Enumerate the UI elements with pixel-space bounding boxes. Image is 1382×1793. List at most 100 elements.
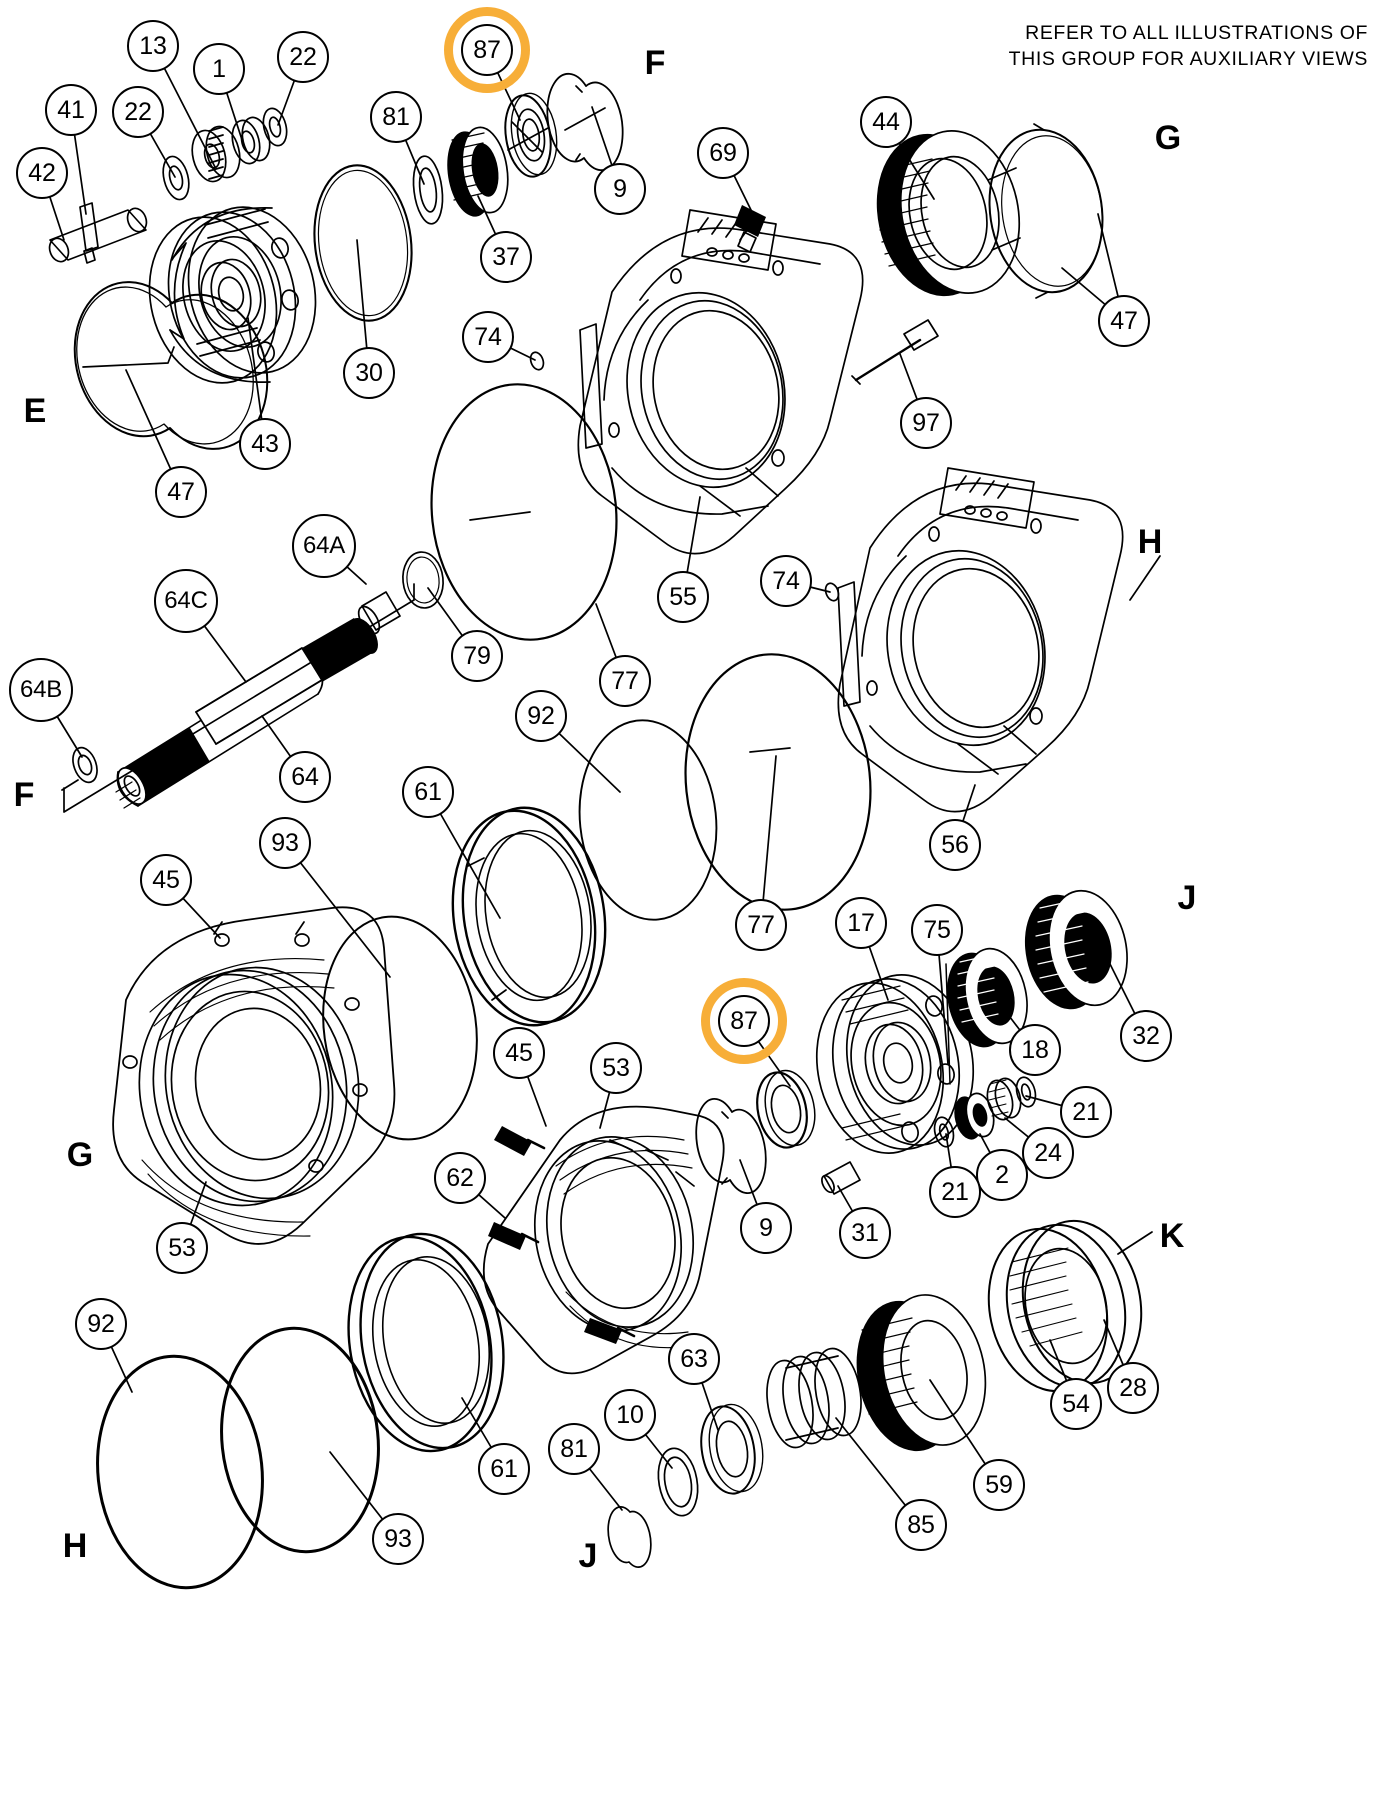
callout-balloon-64B[interactable]: 64B — [9, 658, 73, 722]
part-54-59-ring-gear — [856, 1294, 987, 1452]
callout-balloon-22[interactable]: 22 — [277, 31, 329, 83]
callout-balloon-74[interactable]: 74 — [760, 555, 812, 607]
callout-balloon-87[interactable]: 87 — [718, 995, 770, 1047]
view-letter-label-F: F — [644, 44, 666, 82]
part-13-gear — [191, 125, 241, 183]
callout-balloon-64[interactable]: 64 — [279, 751, 331, 803]
callout-balloon-92[interactable]: 92 — [515, 690, 567, 742]
callout-balloon-55[interactable]: 55 — [657, 571, 709, 623]
part-17-carrier — [815, 974, 975, 1154]
part-47-snapring-left — [73, 281, 269, 450]
part-45-bolts — [488, 1126, 695, 1344]
part-81-shim-top — [412, 155, 444, 225]
callout-balloon-79[interactable]: 79 — [451, 630, 503, 682]
callout-balloon-37[interactable]: 37 — [480, 231, 532, 283]
callout-balloon-53[interactable]: 53 — [156, 1222, 208, 1274]
callout-balloon-10[interactable]: 10 — [604, 1389, 656, 1441]
part-77-gasket-right — [684, 653, 872, 911]
view-letter-label-J: J — [578, 1537, 598, 1575]
callout-balloon-81[interactable]: 81 — [370, 91, 422, 143]
callout-balloon-77[interactable]: 77 — [735, 899, 787, 951]
callout-balloon-63[interactable]: 63 — [668, 1333, 720, 1385]
part-37-toothed-ring — [447, 126, 509, 217]
view-letter-label-J: J — [1177, 879, 1197, 917]
part-1-bearing — [231, 116, 271, 165]
part-92-gasket-bottom — [96, 1354, 264, 1590]
callout-balloon-62[interactable]: 62 — [434, 1152, 486, 1204]
callout-balloon-44[interactable]: 44 — [860, 96, 912, 148]
callout-balloon-18[interactable]: 18 — [1009, 1024, 1061, 1076]
callout-balloon-17[interactable]: 17 — [835, 897, 887, 949]
callout-balloon-32[interactable]: 32 — [1120, 1010, 1172, 1062]
part-44-ring-gear — [876, 130, 1021, 297]
callout-balloon-93[interactable]: 93 — [259, 817, 311, 869]
callout-balloon-42[interactable]: 42 — [16, 147, 68, 199]
callout-balloon-93[interactable]: 93 — [372, 1513, 424, 1565]
callout-balloon-22[interactable]: 22 — [112, 86, 164, 138]
callout-balloon-74[interactable]: 74 — [462, 311, 514, 363]
part-24-gear — [986, 1077, 1022, 1121]
view-letter-label-G: G — [1154, 119, 1182, 157]
callout-balloon-53[interactable]: 53 — [590, 1042, 642, 1094]
callout-balloon-85[interactable]: 85 — [895, 1499, 947, 1551]
leader-line — [760, 755, 777, 926]
callout-balloon-47[interactable]: 47 — [1098, 295, 1150, 347]
callout-balloon-1[interactable]: 1 — [193, 43, 245, 95]
callout-balloon-21[interactable]: 21 — [929, 1166, 981, 1218]
callout-balloon-45[interactable]: 45 — [140, 854, 192, 906]
callout-balloon-13[interactable]: 13 — [127, 20, 179, 72]
part-53-housing-left — [112, 906, 396, 1245]
part-79-ring — [402, 551, 444, 609]
callout-balloon-21[interactable]: 21 — [1060, 1086, 1112, 1138]
part-63-seal — [700, 1403, 764, 1495]
callout-balloon-43[interactable]: 43 — [239, 418, 291, 470]
part-9-snapring-top — [546, 72, 624, 172]
note-line-2: THIS GROUP FOR AUXILIARY VIEWS — [1008, 48, 1368, 70]
callout-balloon-92[interactable]: 92 — [75, 1298, 127, 1350]
callout-balloon-59[interactable]: 59 — [973, 1459, 1025, 1511]
part-92-gasket-mid — [578, 719, 718, 921]
highlight-ring-87 — [444, 7, 530, 93]
callout-balloon-31[interactable]: 31 — [839, 1207, 891, 1259]
part-87-seal-bottom — [756, 1069, 816, 1149]
callout-balloon-97[interactable]: 97 — [900, 397, 952, 449]
part-85-springs — [766, 1347, 862, 1449]
part-42-pin — [48, 207, 148, 263]
part-22-washers — [162, 107, 288, 201]
part-87-seal-top — [504, 92, 558, 178]
part-10-ring — [657, 1447, 699, 1517]
callout-balloon-41[interactable]: 41 — [45, 84, 97, 136]
part-55-housing — [577, 209, 864, 555]
part-97-bolt — [851, 319, 939, 385]
callout-balloon-61[interactable]: 61 — [402, 766, 454, 818]
part-62-seal-lower — [347, 1232, 505, 1453]
callout-balloon-64A[interactable]: 64A — [292, 514, 356, 578]
view-letter-label-H: H — [1137, 523, 1163, 561]
callout-balloon-54[interactable]: 54 — [1050, 1378, 1102, 1430]
callout-balloon-77[interactable]: 77 — [599, 655, 651, 707]
callout-balloon-75[interactable]: 75 — [911, 904, 963, 956]
callout-balloon-9[interactable]: 9 — [740, 1202, 792, 1254]
part-77-gasket-left — [430, 383, 618, 641]
view-letter-label-H: H — [62, 1527, 88, 1565]
callout-balloon-28[interactable]: 28 — [1107, 1362, 1159, 1414]
callout-balloon-56[interactable]: 56 — [929, 819, 981, 871]
part-31-dowel — [821, 1161, 861, 1195]
view-letter-label-K: K — [1159, 1217, 1185, 1255]
callout-balloon-61[interactable]: 61 — [478, 1443, 530, 1495]
callout-balloon-24[interactable]: 24 — [1022, 1127, 1074, 1179]
part-75-shaft — [945, 963, 951, 1085]
callout-balloon-9[interactable]: 9 — [594, 163, 646, 215]
part-9-snapring-bottom — [695, 1098, 767, 1194]
callout-balloon-2[interactable]: 2 — [976, 1149, 1028, 1201]
callout-balloon-45[interactable]: 45 — [493, 1027, 545, 1079]
callout-balloon-87[interactable]: 87 — [461, 24, 513, 76]
view-letter-label-G: G — [66, 1136, 94, 1174]
highlight-ring-87 — [701, 978, 787, 1064]
callout-balloon-69[interactable]: 69 — [697, 127, 749, 179]
callout-balloon-30[interactable]: 30 — [343, 347, 395, 399]
callout-balloon-47[interactable]: 47 — [155, 466, 207, 518]
callout-balloon-64C[interactable]: 64C — [154, 569, 218, 633]
callout-balloon-81[interactable]: 81 — [548, 1423, 600, 1475]
